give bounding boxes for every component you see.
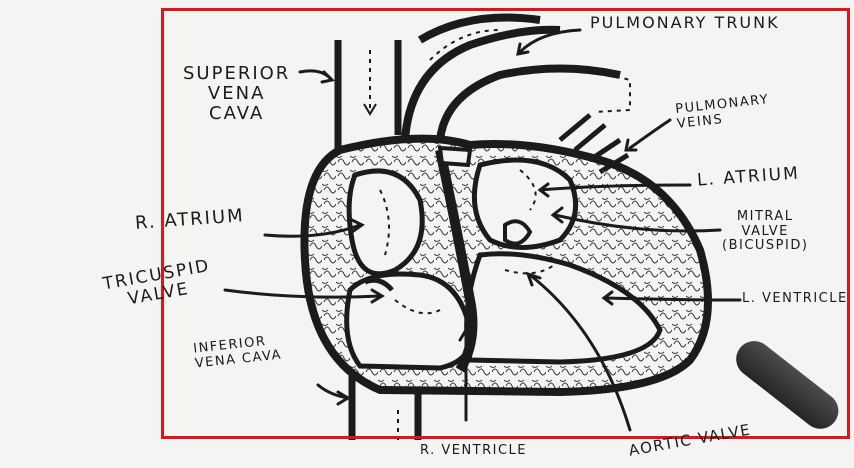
mitral-valve <box>503 219 533 246</box>
pulmonary-valve <box>437 145 473 168</box>
blood-flow-arrows <box>379 169 561 440</box>
inferior-vena-cava-vessel <box>348 375 422 440</box>
label-superior-vena-cava: SUPERIOR VENA CAVA <box>183 63 291 125</box>
tricuspid-valve <box>364 277 394 292</box>
selection-box <box>161 8 850 439</box>
left-atrium-chamber <box>471 157 579 250</box>
label-r-ventricle: R. VENTRICLE <box>420 443 528 458</box>
pointer-arrows <box>223 28 742 432</box>
aorta-arch <box>401 13 631 141</box>
label-pulmonary-trunk: PULMONARY TRUNK <box>590 13 780 32</box>
right-atrium-chamber <box>346 168 425 277</box>
label-cava-line: CAVA <box>209 103 265 125</box>
label-mitral-line: MITRAL <box>736 209 794 224</box>
superior-vena-cava-vessel <box>334 40 402 150</box>
label-mitral-valve: MITRAL VALVE (BICUSPID) <box>722 209 809 254</box>
label-superior-line: SUPERIOR <box>183 63 291 84</box>
septum <box>435 148 478 373</box>
label-bicuspid-line: (BICUSPID) <box>722 238 809 254</box>
label-valve-line: VALVE <box>741 223 789 239</box>
label-l-ventricle: L. VENTRICLE <box>742 291 848 306</box>
label-vena-line: VENA <box>207 83 266 105</box>
